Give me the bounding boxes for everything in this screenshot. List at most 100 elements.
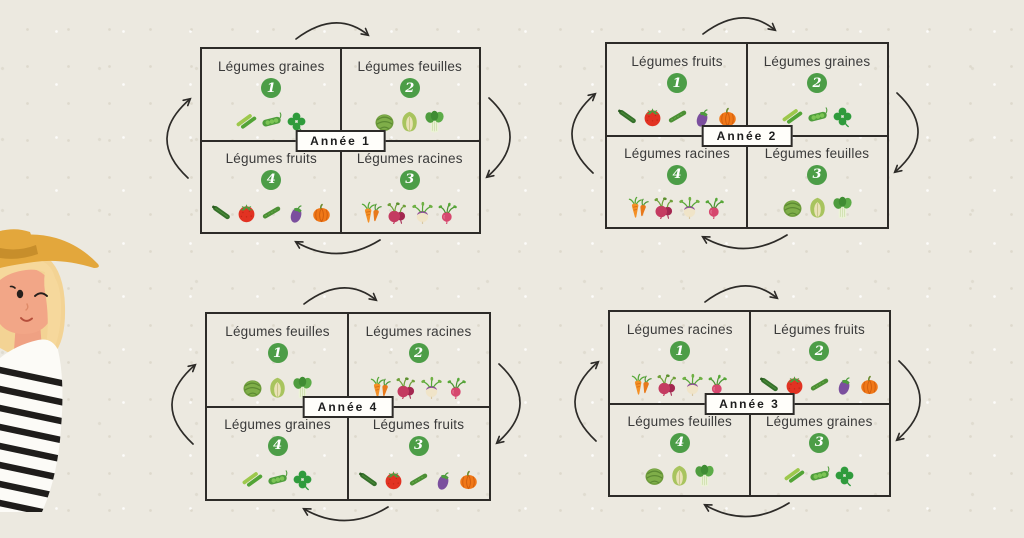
- eggplant-icon: [432, 468, 455, 491]
- radish-icon: [436, 201, 459, 224]
- category-label: Légumes racines: [356, 150, 463, 166]
- vegetable-icons: [357, 468, 480, 491]
- quadrant-top-left: Légumes racines 1: [610, 312, 750, 404]
- turnip-icon: [420, 376, 443, 399]
- wink-eye: [34, 292, 48, 297]
- bok-choy-icon: [831, 196, 854, 219]
- face: [0, 266, 55, 334]
- category-label: Légumes feuilles: [357, 59, 462, 74]
- clover-icon: [291, 468, 314, 491]
- vegetable-icons: [643, 464, 716, 487]
- category-label: Légumes fruits: [372, 416, 465, 432]
- cucumber-icon: [260, 201, 283, 224]
- straw-hat-crown: [0, 229, 36, 254]
- carrots-icon: [628, 196, 651, 219]
- pumpkin-icon: [457, 468, 480, 491]
- bok-choy-icon: [423, 110, 446, 133]
- arrow-bottom-annee1: [294, 239, 381, 255]
- panel-annee-3: Légumes racines 1 Légumes fruits 2 Légum…: [608, 310, 891, 497]
- year-label: Année 4: [302, 395, 394, 418]
- order-badge: 1: [261, 78, 282, 98]
- order-badge: 2: [399, 78, 420, 98]
- clover-icon: [831, 105, 854, 128]
- turnip-icon: [411, 201, 434, 224]
- arrow-right-annee2: [893, 92, 919, 174]
- category-label: Légumes feuilles: [764, 145, 870, 161]
- category-label: Légumes racines: [365, 324, 472, 339]
- vegetable-icons: [781, 196, 854, 219]
- category-label: Légumes feuilles: [225, 324, 330, 339]
- beet-icon: [653, 196, 676, 219]
- pumpkin-icon: [310, 201, 333, 224]
- vegetable-icons: [628, 196, 726, 219]
- panel-annee-4: Légumes feuilles 1 Légumes racines 2 Lég…: [205, 312, 491, 501]
- quadrant-bottom-left: Légumes racines 4: [607, 136, 747, 228]
- quadrant-bottom-right: Légumes graines 3: [750, 404, 890, 496]
- order-badge: 3: [408, 435, 429, 456]
- beet-icon: [386, 201, 409, 224]
- order-badge: 4: [261, 169, 282, 190]
- cabbage-icon: [781, 196, 804, 219]
- nose: [25, 303, 29, 311]
- arrow-bottom-annee4: [302, 506, 389, 522]
- arrow-bottom-annee3: [703, 502, 790, 518]
- quadrant-bottom-right: Légumes racines 3: [341, 141, 480, 233]
- arrow-left-annee1: [166, 97, 192, 179]
- category-label: Légumes racines: [624, 145, 730, 161]
- category-label: Légumes fruits: [631, 54, 723, 69]
- quadrant-top-right: Légumes racines 2: [348, 314, 489, 407]
- arrow-left-annee4: [171, 363, 197, 445]
- category-label: Légumes feuilles: [627, 413, 732, 429]
- arrow-top-annee3: [704, 285, 779, 303]
- lettuce-icon: [398, 110, 421, 133]
- quadrant-top-left: Légumes graines 1: [202, 49, 341, 141]
- arrow-top-annee1: [295, 22, 370, 40]
- quadrant-top-left: Légumes feuilles 1: [207, 314, 348, 407]
- panel-annee-1: Légumes graines 1 Légumes feuilles 2 Lég…: [200, 47, 481, 234]
- vegetable-icons: [241, 468, 314, 491]
- order-badge: 1: [669, 341, 690, 361]
- beet-icon: [656, 373, 679, 396]
- radish-icon: [445, 376, 468, 399]
- year-label: Année 1: [295, 129, 386, 152]
- quadrant-bottom-left: Légumes fruits 4: [202, 141, 341, 233]
- cabbage-icon: [241, 376, 264, 399]
- pea-pod-icon: [808, 464, 831, 487]
- green-beans-icon: [235, 110, 258, 133]
- order-badge: 3: [399, 169, 420, 190]
- vegetable-icons: [783, 464, 856, 487]
- lettuce-icon: [668, 464, 691, 487]
- turnip-icon: [681, 373, 704, 396]
- pea-pod-icon: [806, 105, 829, 128]
- panel-annee-2: Légumes fruits 1 Légumes graines 2 Légum…: [605, 42, 889, 229]
- category-label: Légumes racines: [626, 322, 733, 337]
- category-label: Légumes fruits: [773, 322, 865, 337]
- cabbage-icon: [643, 464, 666, 487]
- zucchini-icon: [210, 201, 233, 224]
- arrow-right-annee1: [485, 97, 511, 179]
- category-label: Légumes graines: [217, 59, 325, 74]
- clover-icon: [833, 464, 856, 487]
- arrow-left-annee3: [574, 360, 600, 442]
- order-badge: 2: [807, 73, 827, 93]
- lettuce-icon: [806, 196, 829, 219]
- green-beans-icon: [241, 468, 264, 491]
- order-badge: 4: [267, 435, 288, 456]
- order-badge: 3: [809, 432, 830, 453]
- carrots-icon: [361, 201, 384, 224]
- radish-icon: [703, 196, 726, 219]
- cucumber-icon: [407, 468, 430, 491]
- beet-icon: [395, 376, 418, 399]
- pea-pod-icon: [260, 110, 283, 133]
- order-badge: 2: [408, 343, 429, 363]
- tomato-icon: [382, 468, 405, 491]
- order-badge: 1: [267, 343, 288, 363]
- arrow-top-annee4: [303, 287, 378, 305]
- arrow-right-annee4: [495, 363, 521, 445]
- order-badge: 3: [807, 164, 827, 185]
- vegetable-icons: [210, 201, 333, 224]
- eggplant-icon: [833, 373, 856, 396]
- open-eye: [16, 289, 24, 299]
- arrow-left-annee2: [571, 92, 597, 174]
- order-badge: 2: [809, 341, 830, 361]
